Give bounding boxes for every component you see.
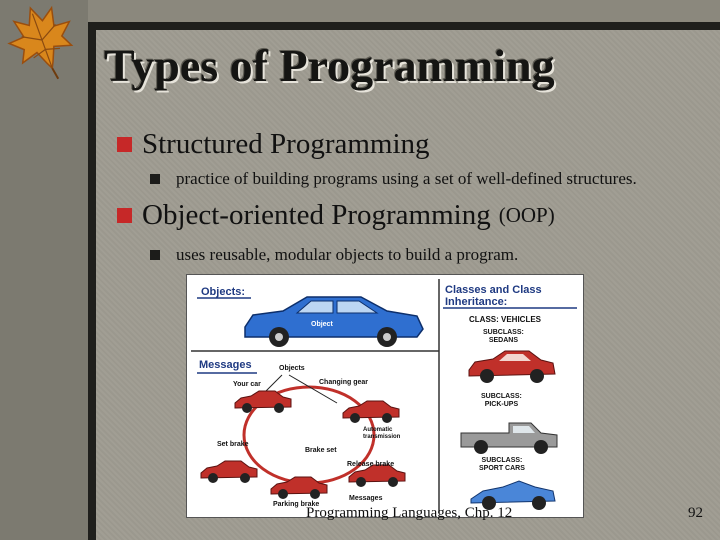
sub-bullet-text: uses reusable, modular objects to build … (176, 245, 519, 264)
release-brake-label: Release brake (347, 461, 395, 468)
oop-illustration: Objects: Object Classes and Class Inheri… (186, 274, 584, 518)
red-car-release-brake-icon (348, 464, 406, 487)
red-car-set-brake-icon (200, 460, 258, 483)
bullet-text: Object-oriented Programming (142, 199, 491, 231)
blue-sedan-object-icon (244, 296, 424, 347)
set-brake-label: Set brake (217, 441, 249, 448)
oop-illustration-art (191, 279, 577, 513)
bullet-text: Structured Programming (142, 128, 430, 160)
left-band (0, 0, 88, 540)
gray-pickup-truck-icon (460, 422, 558, 454)
class-vehicles-label: CLASS: VEHICLES (469, 315, 542, 324)
subclass-line1: SUBCLASS: (483, 329, 524, 336)
parking-brake-label: Parking brake (273, 501, 320, 508)
blue-sport-car-icon (470, 480, 556, 510)
red-car-your-car-icon (234, 390, 292, 413)
automatic-line1: Automatic (363, 427, 393, 433)
bullet-structured-programming: Structured Programming (117, 128, 430, 161)
messages-heading: Messages (199, 359, 252, 371)
subclass-line1: SUBCLASS: (481, 393, 522, 400)
classes-heading-line2: Inheritance: (445, 296, 508, 308)
sub-bullet-text: practice of building programs using a se… (176, 169, 637, 188)
subclass-line2: PICK-UPS (484, 401, 519, 408)
subclass-line2: SEDANS (488, 337, 519, 344)
objects-callout-label: Objects (279, 365, 305, 372)
maple-leaf-icon (7, 5, 74, 80)
changing-gear-label: Changing gear (319, 379, 369, 386)
bullet-square-icon (117, 137, 132, 152)
sub-bullet-structured: practice of building programs using a se… (150, 169, 637, 189)
object-label: Object (311, 321, 333, 328)
sub-bullet-square-icon (150, 174, 160, 184)
sub-bullet-oop: uses reusable, modular objects to build … (150, 245, 518, 265)
brake-set-label: Brake set (305, 447, 337, 454)
subclass-line1: SUBCLASS: (481, 457, 523, 464)
your-car-label: Your car (233, 381, 261, 388)
subclass-pickups-label: SUBCLASS: PICK-UPS (481, 393, 522, 409)
classes-heading: Classes and Class Inheritance: (445, 284, 542, 308)
automatic-transmission-label: Automatic transmission (363, 427, 400, 441)
bullet-abbreviation: (OOP) (498, 203, 555, 227)
red-sedan-icon (468, 350, 556, 383)
red-car-parking-brake-icon (270, 476, 328, 499)
subclass-sedans-label: SUBCLASS: SEDANS (483, 329, 524, 345)
subclass-sport-cars-label: SUBCLASS: SPORT CARS (479, 457, 525, 473)
footer-text: Programming Languages, Chp. 12 (306, 505, 513, 521)
bullet-object-oriented-programming: Object-oriented Programming (OOP) (117, 199, 555, 232)
sub-bullet-square-icon (150, 250, 160, 260)
automatic-line2: transmission (363, 434, 401, 440)
classes-heading-line1: Classes and Class (445, 284, 542, 296)
objects-heading: Objects: (201, 286, 246, 298)
bullet-square-icon (117, 208, 132, 223)
subclass-line2: SPORT CARS (479, 465, 525, 472)
messages-callout-label: Messages (349, 495, 383, 502)
page-number: 92 (688, 505, 703, 521)
red-car-changing-gear-icon (342, 400, 400, 423)
slide-title: Types of Programming (104, 40, 555, 91)
